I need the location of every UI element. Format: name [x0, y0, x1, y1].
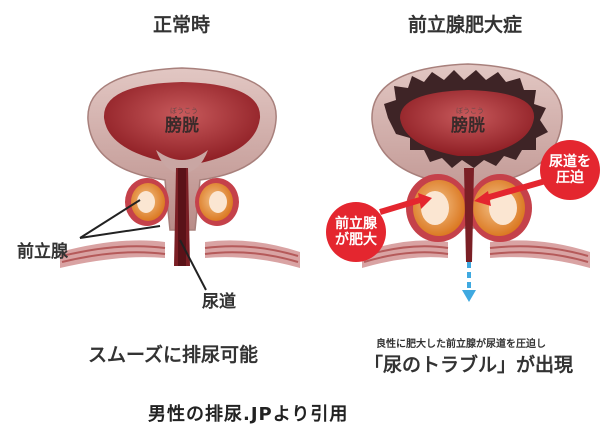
bph-heading: 前立腺肥大症: [408, 16, 522, 35]
badge-prostate-enlarged-text: 前立腺が肥大: [334, 216, 378, 248]
urine-drops: [462, 262, 476, 302]
bph-caption: 「尿のトラブル」が出現: [364, 356, 573, 375]
normal-diagram: [60, 68, 300, 290]
bph-organ-label: 膀胱: [451, 118, 485, 135]
badge-urethra-compressed-text: 尿道を圧迫: [548, 154, 592, 186]
bph-organ-ruby: ぼうこう: [456, 108, 484, 115]
source-footer: 男性の排尿.JPより引用: [148, 406, 348, 424]
normal-caption: スムーズに排尿可能: [88, 346, 258, 365]
prostate-label: 前立腺: [17, 244, 68, 261]
urethra-label: 尿道: [202, 294, 236, 311]
urethra-compressed: [464, 168, 474, 262]
bph-small-caption: 良性に肥大した前立腺が尿道を圧迫し: [376, 340, 546, 350]
normal-heading: 正常時: [153, 16, 210, 35]
normal-organ-ruby: ぼうこう: [170, 108, 198, 115]
pelvic-muscle-right: [362, 240, 590, 268]
normal-organ-label: 膀胱: [165, 118, 199, 135]
